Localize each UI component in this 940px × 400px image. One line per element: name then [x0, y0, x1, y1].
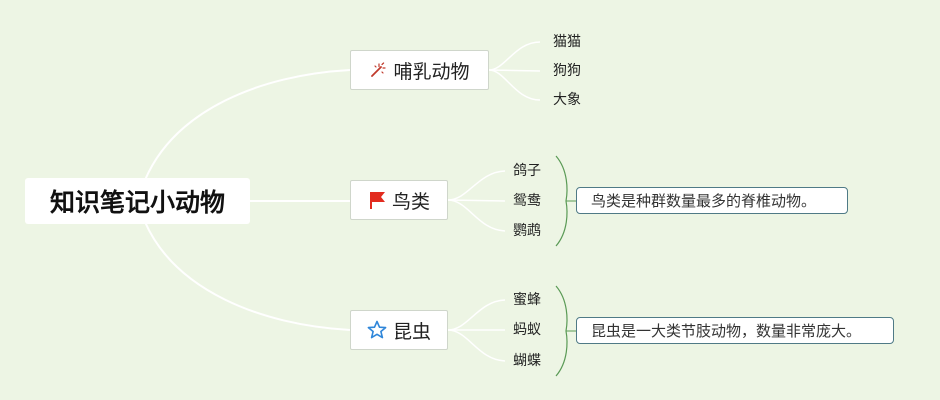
subtopic-parrot[interactable]: 鹦鹉: [513, 223, 541, 239]
topic-insects[interactable]: 昆虫: [350, 310, 448, 350]
topic-mammals[interactable]: 哺乳动物: [350, 50, 489, 90]
subtopic-ant[interactable]: 蚂蚁: [513, 322, 541, 338]
connector-mammals-leaf-2: [488, 69, 541, 72]
connector-root-insects: [144, 221, 351, 331]
topic-insects-label: 昆虫: [392, 320, 431, 343]
subtopic-bee[interactable]: 蜜蜂: [513, 292, 541, 308]
connector-insects-leaf-1: [447, 299, 506, 331]
star-icon: [367, 320, 387, 340]
topic-birds[interactable]: 鸟类: [350, 180, 448, 220]
connector-birds-leaf-3: [447, 199, 506, 232]
summary-note-birds-text: 鸟类是种群数量最多的脊椎动物。: [591, 192, 817, 210]
connector-birds-leaf-1: [447, 170, 506, 201]
magic-wand-icon: [369, 61, 387, 79]
root-topic-label: 知识笔记小动物: [49, 188, 225, 217]
subtopic-elephant[interactable]: 大象: [553, 92, 581, 108]
subtopic-butterfly[interactable]: 蝴蝶: [513, 353, 541, 369]
subtopic-pigeon[interactable]: 鸽子: [513, 163, 541, 179]
topic-birds-label: 鸟类: [391, 190, 430, 213]
subtopic-dog[interactable]: 狗狗: [553, 63, 581, 79]
connector-mammals-leaf-1: [488, 41, 541, 71]
summary-bracket-insects: [555, 285, 568, 377]
summary-bracket-birds: [555, 155, 568, 247]
subtopic-cat[interactable]: 猫猫: [553, 34, 581, 50]
subtopic-mandarin-duck[interactable]: 鸳鸯: [513, 193, 541, 209]
summary-note-insects[interactable]: 昆虫是一大类节肢动物，数量非常庞大。: [576, 317, 894, 344]
summary-note-insects-text: 昆虫是一大类节肢动物，数量非常庞大。: [591, 322, 862, 340]
connector-insects-leaf-3: [447, 329, 506, 362]
topic-mammals-label: 哺乳动物: [393, 60, 470, 83]
red-flag-icon: [368, 190, 386, 210]
connector-mammals-leaf-3: [488, 69, 541, 101]
connector-birds-leaf-2: [447, 199, 506, 202]
connector-root-mammals: [144, 69, 351, 181]
root-topic[interactable]: 知识笔记小动物: [25, 178, 250, 224]
summary-note-birds[interactable]: 鸟类是种群数量最多的脊椎动物。: [576, 187, 848, 214]
